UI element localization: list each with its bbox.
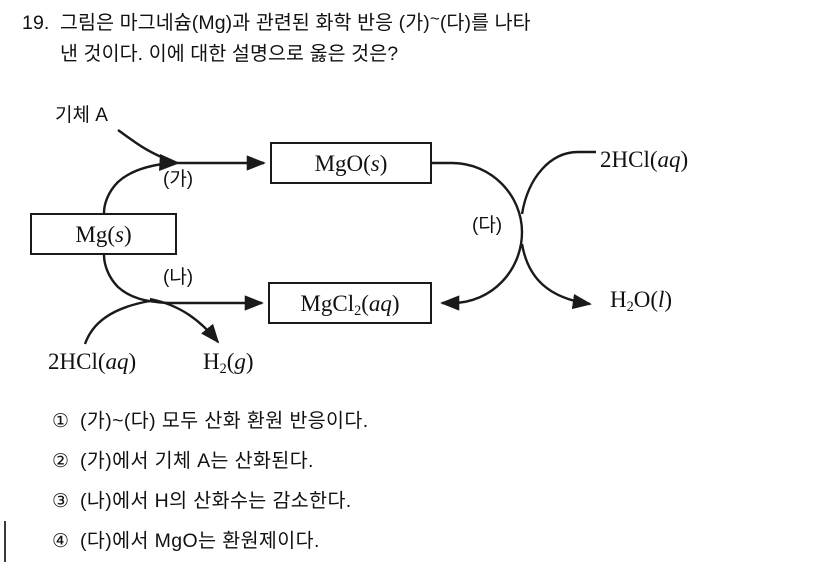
- choice-text-4: (다)에서 MgO는 환원제이다.: [80, 530, 320, 552]
- curve-hcl-in: [83, 299, 151, 345]
- species-box-mgo: MgO(s): [270, 142, 432, 184]
- choice-1[interactable]: ① (가)~(다) 모두 산화 환원 반응이다.: [52, 404, 812, 444]
- curve-mg-to-na: [102, 254, 169, 305]
- species-box-mg: Mg(s): [30, 213, 177, 255]
- curve-mgo-down: [432, 161, 524, 233]
- choice-text-1: (가)~(다) 모두 산화 환원 반응이다.: [80, 410, 369, 432]
- question-line-2: 낸 것이다. 이에 대한 설명으로 옳은 것은?: [60, 43, 399, 65]
- curve-hcl-right-in: [520, 150, 596, 215]
- label-hcl-left: 2HCl(aq): [48, 349, 137, 374]
- species-label-mg: Mg(s): [75, 221, 132, 247]
- curve-h2-out: [149, 297, 220, 344]
- label-gas-a: 기체 A: [55, 105, 108, 126]
- curve-gas-a-in: [117, 129, 167, 161]
- question-line-1-b: (다)를 나타: [439, 12, 531, 34]
- tilde-symbol: ~: [429, 9, 440, 28]
- species-label-mgo: MgO(s): [314, 150, 388, 176]
- curve-water-out: [520, 243, 592, 310]
- diagram-connectors: [83, 129, 596, 345]
- choice-text-3: (나)에서 H의 산화수는 감소한다.: [80, 490, 352, 512]
- label-step-na: (나): [163, 267, 194, 288]
- question-line-1-a: 그림은 마그네슘(Mg)과 관련된 화학 반응 (가): [60, 12, 430, 34]
- species-box-mgcl2: MgCl2(aq): [268, 282, 432, 324]
- choice-marker-2: ②: [52, 450, 70, 472]
- label-water: H2O(l): [610, 287, 673, 316]
- question-number: 19.: [22, 12, 50, 34]
- curve-mg-to-ga: [102, 161, 173, 214]
- label-h2-gas: H2(g): [203, 349, 254, 378]
- choice-marker-4: ④: [52, 530, 70, 552]
- choice-marker-1: ①: [52, 410, 70, 432]
- choice-marker-3: ③: [52, 490, 70, 512]
- reaction-diagram: Mg(s) MgO(s) MgCl2(aq) 기체 A (가) (나) (다) …: [0, 92, 826, 392]
- page-edge-artifact: [4, 521, 6, 562]
- species-label-mgcl2: MgCl2(aq): [300, 290, 400, 319]
- choice-3[interactable]: ③ (나)에서 H의 산화수는 감소한다.: [52, 484, 812, 524]
- choice-2[interactable]: ② (가)에서 기체 A는 산화된다.: [52, 444, 812, 484]
- choice-text-2: (가)에서 기체 A는 산화된다.: [80, 450, 314, 472]
- answer-choices: ① (가)~(다) 모두 산화 환원 반응이다. ② (가)에서 기체 A는 산…: [52, 404, 812, 564]
- curve-into-mgcl2: [440, 231, 524, 311]
- label-step-da: (다): [472, 215, 503, 236]
- label-step-ga: (가): [163, 169, 194, 190]
- choice-4[interactable]: ④ (다)에서 MgO는 환원제이다.: [52, 524, 812, 564]
- label-hcl-right: 2HCl(aq): [600, 147, 689, 172]
- arrowhead-ga-junction: [159, 154, 180, 171]
